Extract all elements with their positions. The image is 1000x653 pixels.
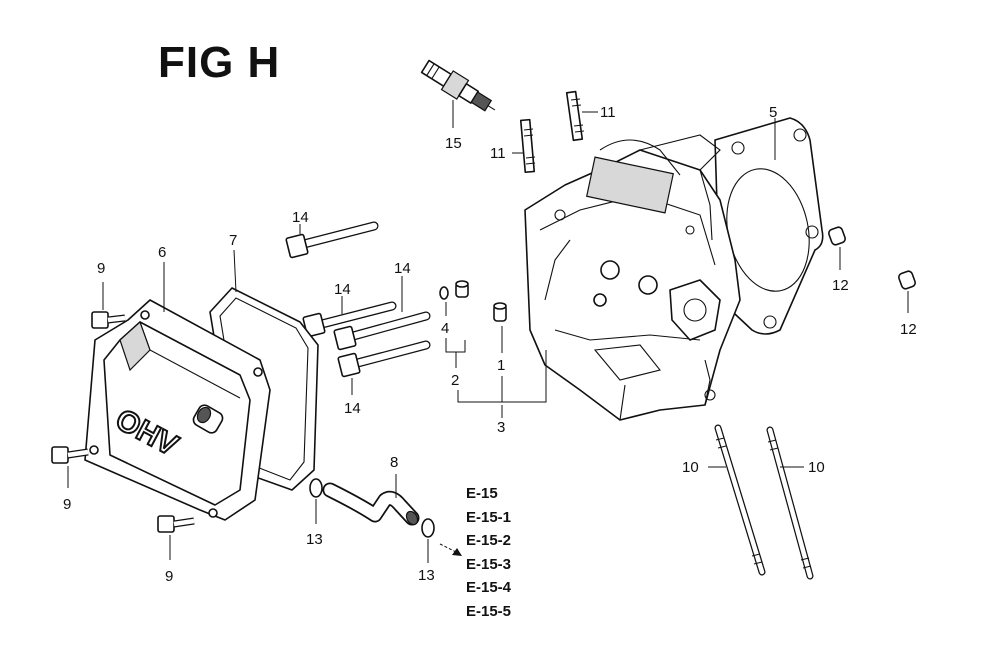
- label-9c: 9: [165, 568, 173, 585]
- label-1: 1: [497, 357, 505, 374]
- label-13b: 13: [418, 567, 435, 584]
- dowel-pin-b: [898, 270, 916, 290]
- head-gasket: [714, 117, 824, 335]
- cylinder-head: [524, 134, 741, 421]
- hose-clamp-b: [421, 518, 435, 538]
- label-11b: 11: [490, 145, 506, 162]
- label-2: 2: [451, 372, 459, 389]
- spark-plug: [420, 59, 496, 112]
- long-stud-a: [714, 424, 766, 576]
- reference-item[interactable]: E-15-2: [466, 532, 512, 549]
- valve-guide-upper: [455, 280, 469, 298]
- figure-title: FIG H: [158, 38, 281, 87]
- label-9b: 9: [63, 496, 71, 513]
- reference-item[interactable]: E-15-3: [466, 555, 512, 573]
- label-14a: 14: [292, 209, 309, 226]
- label-12b: 12: [900, 321, 917, 338]
- cylinder-head-cover: OHV: [84, 299, 271, 521]
- reference-arrow-head: [452, 548, 462, 556]
- cover-bolt-top: [91, 311, 126, 329]
- label-10a: 10: [682, 459, 699, 476]
- label-10b: 10: [808, 459, 825, 476]
- flange-bolt-mid-b: [333, 311, 431, 351]
- label-9a: 9: [97, 260, 105, 277]
- reference-item[interactable]: E-15-4: [466, 579, 512, 596]
- label-5: 5: [769, 104, 777, 121]
- label-14b: 14: [334, 281, 351, 298]
- breather-tube: [322, 482, 420, 526]
- label-3: 3: [497, 419, 505, 436]
- valve-clip: [439, 286, 449, 300]
- reference-list: E-15 E-15-1 E-15-2 E-15-3 E-15-4 E-15-5: [466, 482, 511, 623]
- flange-bolt-top: [285, 221, 379, 259]
- label-12a: 12: [832, 277, 849, 294]
- bracket-2: [445, 338, 466, 353]
- long-stud-b: [766, 426, 814, 580]
- cover-bolt-left: [51, 446, 89, 464]
- flange-bolt-low: [337, 340, 431, 378]
- dowel-pin-a: [828, 226, 846, 246]
- hose-clamp-a: [309, 478, 323, 498]
- cover-bolt-bottom: [157, 515, 195, 533]
- stud-11-upper: [565, 90, 585, 142]
- leader-7: [233, 249, 237, 293]
- label-14d: 14: [344, 400, 361, 417]
- label-11a: 11: [600, 104, 616, 121]
- label-7: 7: [229, 232, 237, 249]
- reference-item[interactable]: E-15-1: [466, 508, 512, 526]
- label-8: 8: [390, 454, 398, 471]
- flange-bolt-mid-a: [302, 301, 397, 338]
- reference-item[interactable]: E-15: [466, 485, 498, 502]
- label-14c: 14: [394, 260, 411, 277]
- label-13a: 13: [306, 531, 323, 548]
- valve-guide-lower: [493, 302, 507, 322]
- label-6: 6: [158, 244, 166, 261]
- label-15: 15: [445, 135, 462, 152]
- reference-item[interactable]: E-15-5: [466, 602, 512, 620]
- stud-11-lower: [519, 118, 536, 174]
- label-4: 4: [441, 320, 449, 337]
